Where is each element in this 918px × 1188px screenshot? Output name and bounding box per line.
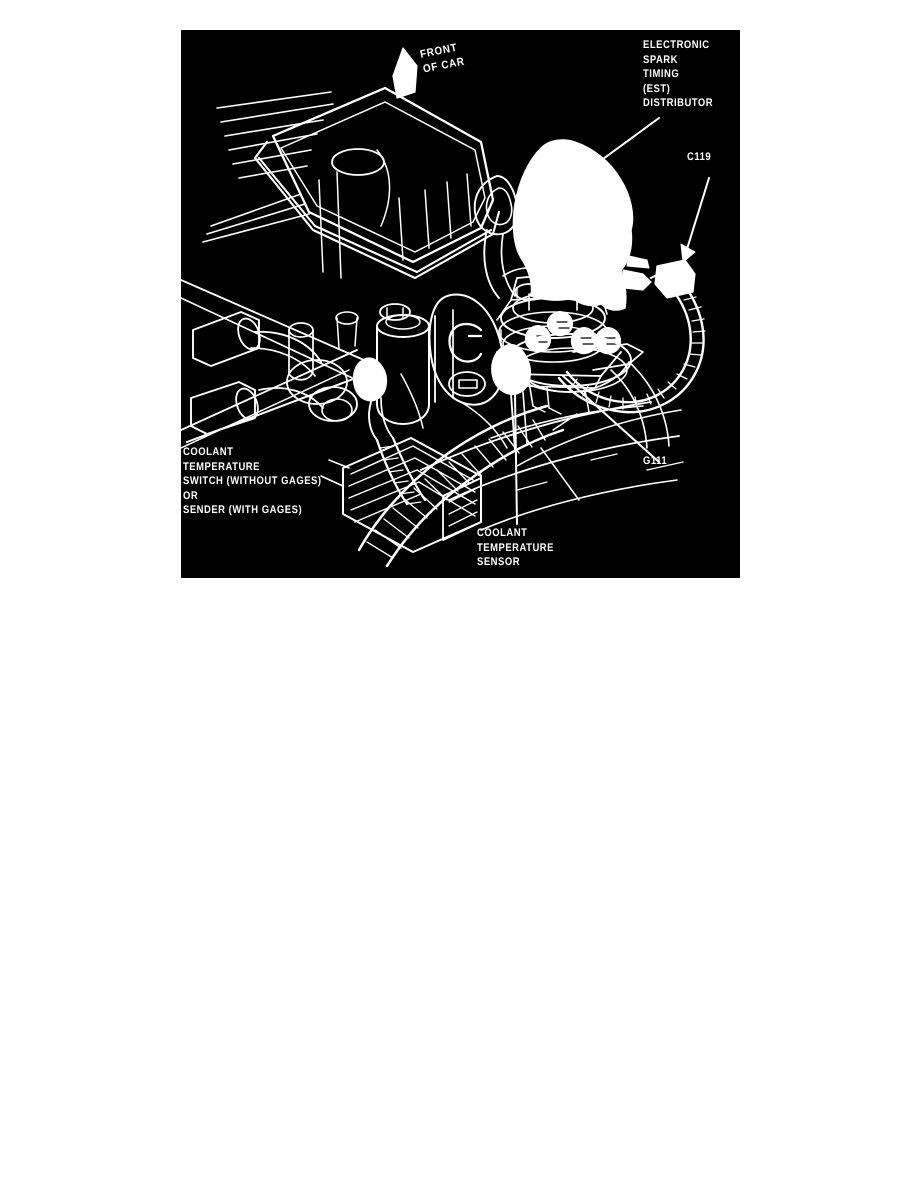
label-ground-g111: G111 [643,455,668,467]
leader-line-coolant-switch [186,375,362,443]
est-distributor-cap [512,139,634,311]
leader-line-g111 [562,375,660,463]
label-coolant-temperature-switch: COOLANT TEMPERATURE SWITCH (WITHOUT GAGE… [183,446,322,517]
label-est-distributor: ELECTRONIC SPARK TIMING (EST) DISTRIBUTO… [643,39,714,110]
label-coolant-temperature-sensor: COOLANT TEMPERATURE SENSOR [477,527,554,569]
engine-outline-group [181,47,710,568]
label-connector-c119: C119 [687,151,712,163]
leader-line-coolant-sensor [514,393,518,525]
front-of-car-arrow [392,47,418,99]
engine-component-location-diagram: ELECTRONIC SPARK TIMING (EST) DISTRIBUTO… [181,30,740,578]
diagram-line-art [181,30,740,578]
leader-line-c119 [680,177,710,263]
leader-line-est-distributor [576,117,660,193]
